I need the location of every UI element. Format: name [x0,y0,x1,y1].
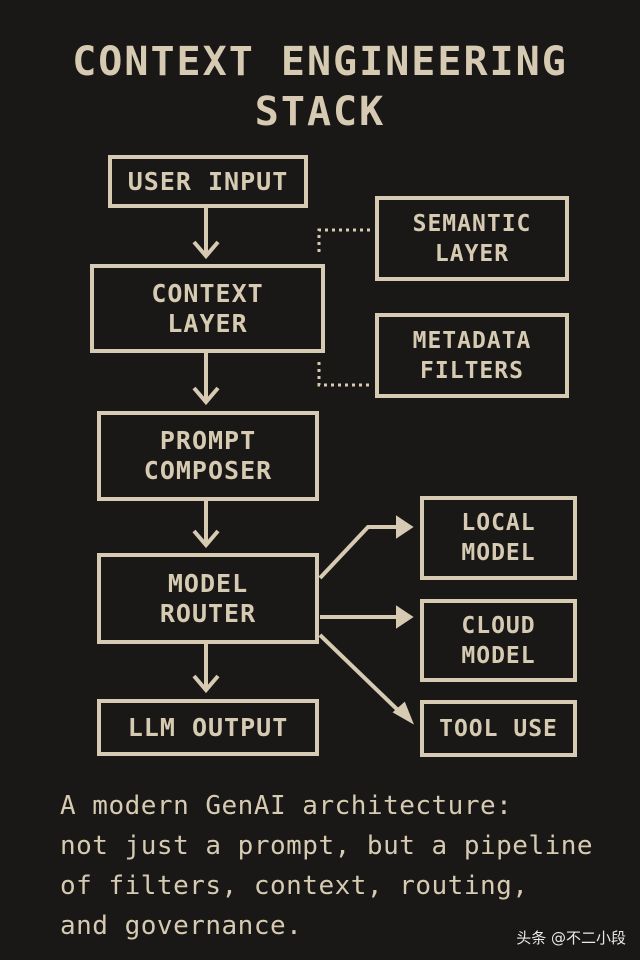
node-cloud-model: CLOUD MODEL [420,599,577,682]
node-tool-use: TOOL USE [420,700,577,757]
node-label: METADATA [412,327,532,354]
node-label: FILTERS [420,357,524,384]
arrowhead [192,529,220,549]
arrowhead [392,701,414,725]
watermark: 头条 @不二小段 [516,929,626,947]
node-label: CONTEXT [151,278,264,308]
title-line-1: CONTEXT ENGINEERING [72,39,568,85]
node-context-layer: CONTEXT LAYER [90,264,325,353]
node-label: MODEL [167,568,249,598]
caption-line: not just a prompt, but a pipeline [60,831,594,861]
node-label: USER INPUT [127,166,289,196]
dotted-link-semantic [317,228,370,252]
node-label: LOCAL [461,510,536,536]
node-prompt-composer: PROMPT COMPOSER [97,411,319,501]
arrow-router-to-local [318,525,406,580]
caption-line: A modern GenAI architecture: [60,791,513,821]
node-metadata-filters: METADATA FILTERS [375,313,569,398]
node-label: MODEL [461,642,536,669]
node-model-router: MODEL ROUTER [97,553,319,644]
node-semantic-layer: SEMANTIC LAYER [375,196,569,281]
caption-line: of filters, context, routing, [60,871,529,901]
arrowhead [396,515,414,539]
caption: A modern GenAI architecture: not just a … [60,786,593,946]
node-label: CLOUD [461,612,536,639]
node-label: COMPOSER [143,456,273,485]
node-label: SEMANTIC [412,210,532,237]
node-label: LAYER [434,240,510,267]
arrowhead [192,674,220,694]
node-label: PROMPT [159,426,257,455]
node-user-input: USER INPUT [108,155,308,208]
arrowhead [396,605,414,629]
node-label: LAYER [167,308,248,338]
arrowhead [192,386,220,406]
arrowhead [192,240,220,260]
title-line-2: STACK [254,89,386,135]
node-llm-output: LLM OUTPUT [97,699,319,756]
dotted-link-metadata [317,362,370,387]
node-label: ROUTER [159,598,257,628]
node-label: TOOL USE [439,715,558,742]
node-local-model: LOCAL MODEL [420,496,577,580]
caption-line: and governance. [60,911,303,941]
node-label: MODEL [461,540,536,566]
arrow-router-to-tool [318,633,406,718]
node-label: LLM OUTPUT [127,712,289,742]
